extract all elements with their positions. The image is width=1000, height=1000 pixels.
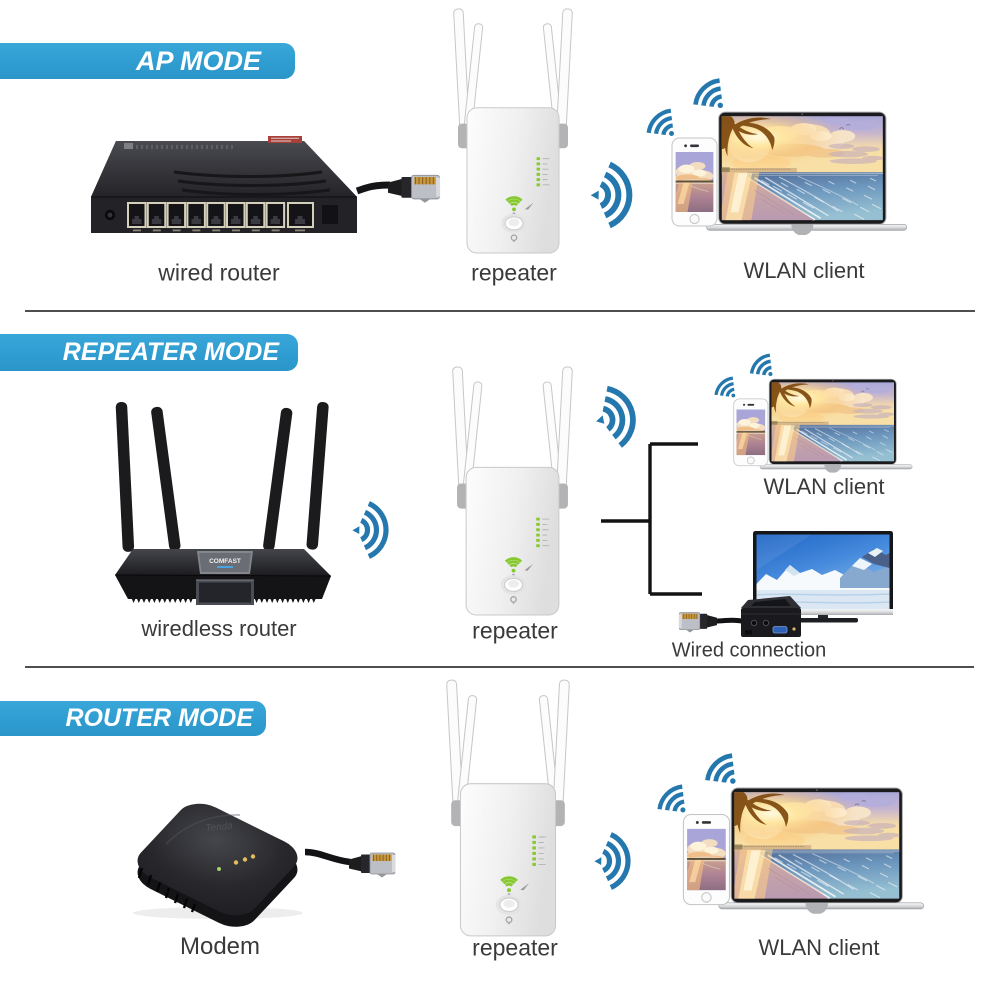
svg-text:Tenda: Tenda [205,821,234,835]
svg-text:COMFAST: COMFAST [209,558,241,565]
